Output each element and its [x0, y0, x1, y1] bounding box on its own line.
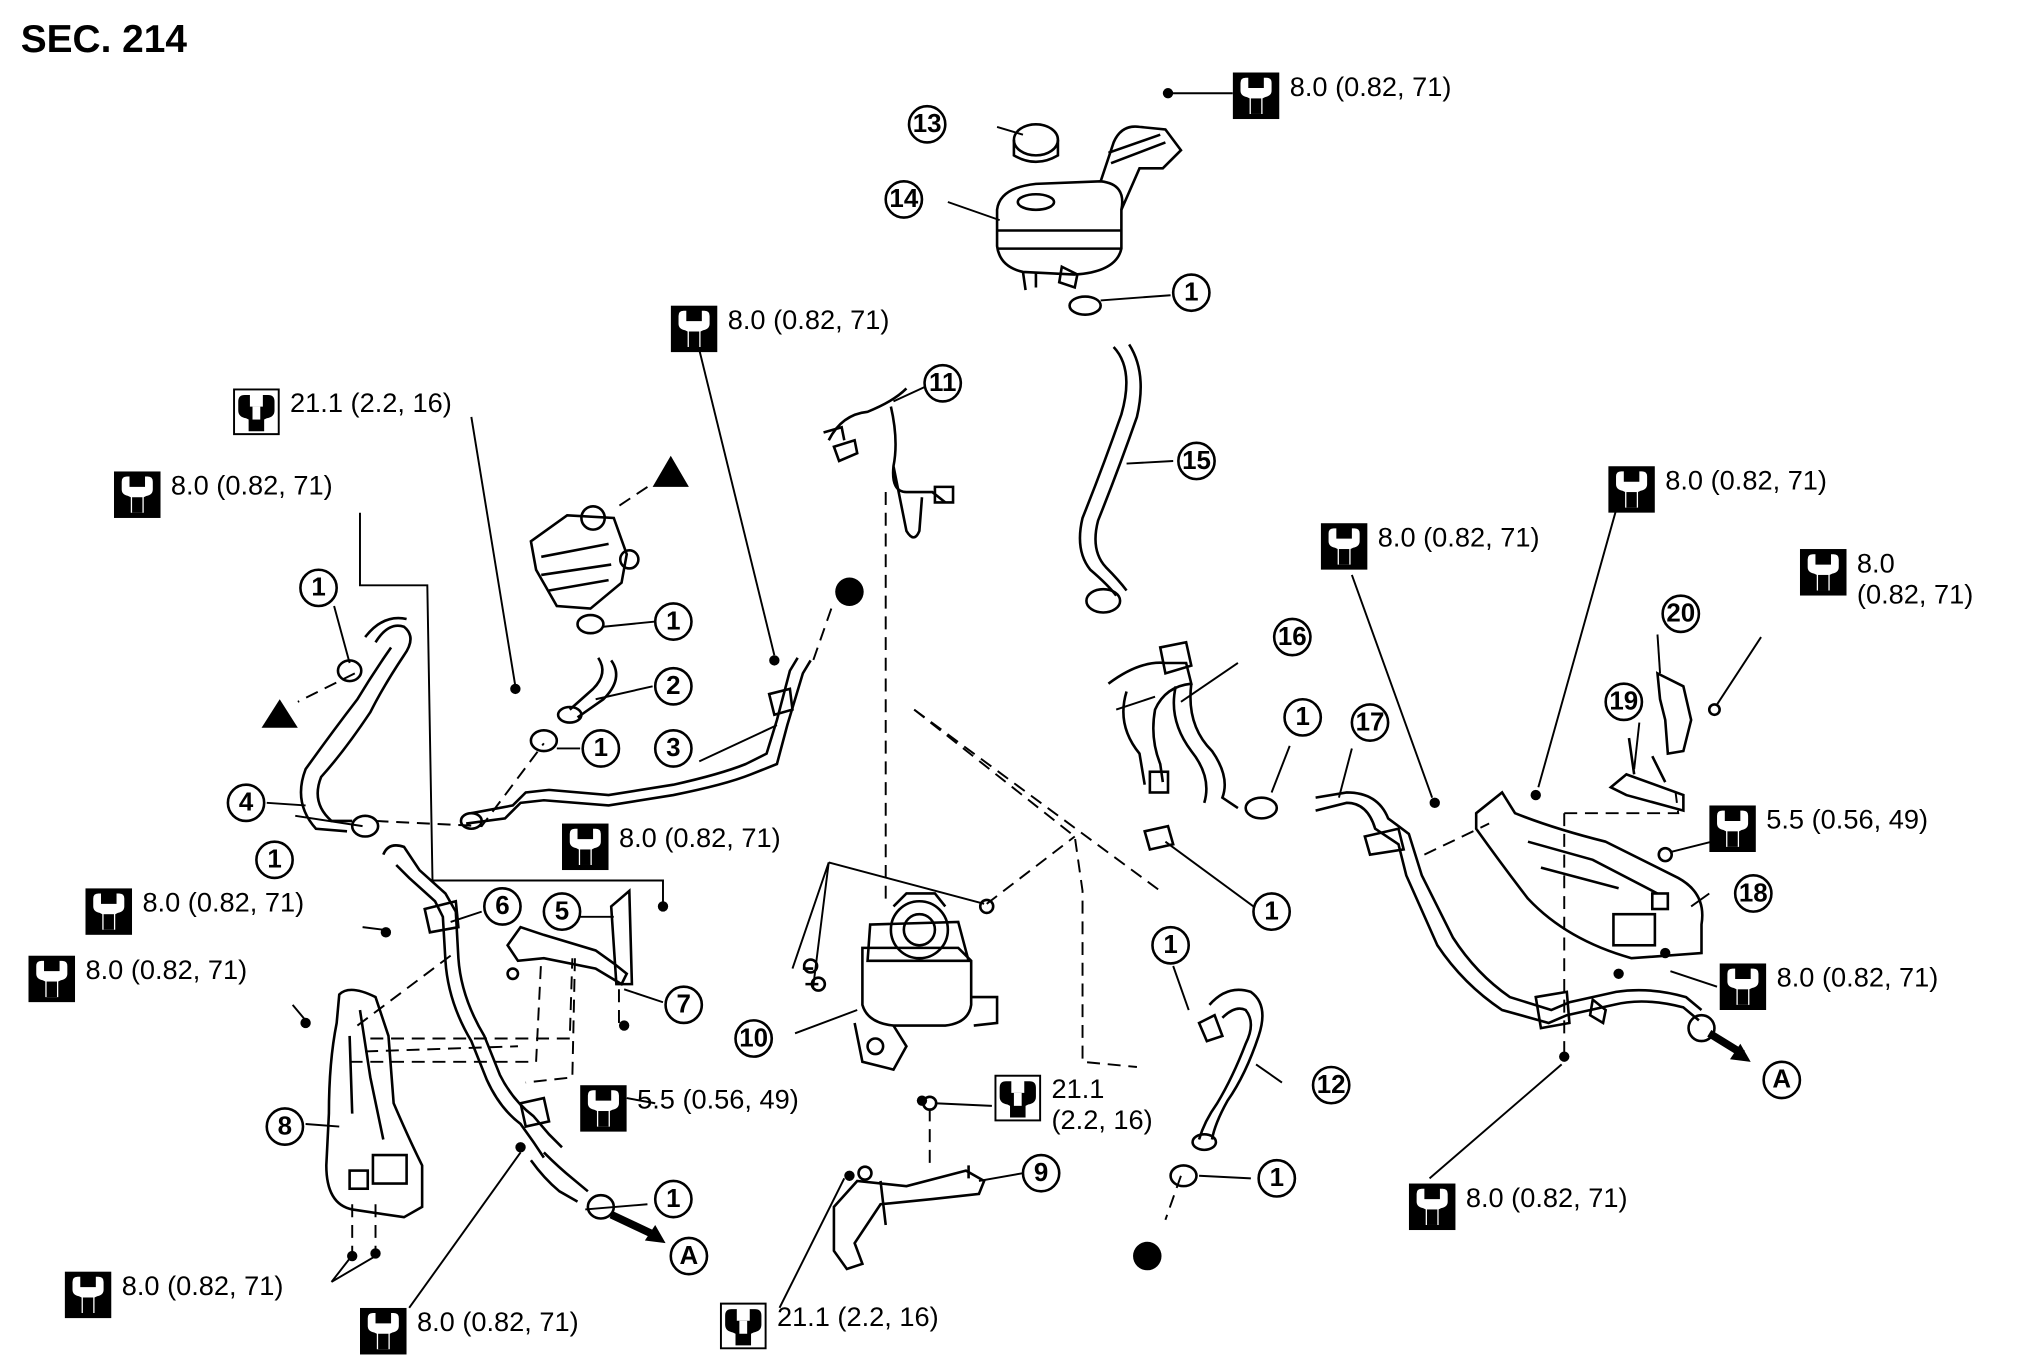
callout-1: 1: [298, 567, 339, 608]
torque-wrench-icon: [1709, 805, 1756, 853]
reservoir-body: [995, 179, 1124, 276]
torque-wrench-icon: [561, 823, 609, 871]
torque-spec: 8.0 (0.82, 71): [561, 823, 781, 871]
callout-17: 17: [1349, 702, 1390, 743]
torque-spec: 8.0 (0.82, 71): [28, 955, 247, 1003]
torque-spec: 8.0 (0.82, 71): [85, 888, 304, 935]
callout-6: 6: [482, 886, 523, 927]
torque-wrench-icon: [64, 1271, 112, 1319]
callout-8: 8: [264, 1106, 305, 1147]
torque-wrench-icon: [113, 471, 161, 518]
triangle-marker: [652, 455, 689, 487]
callout-a: A: [1761, 1059, 1802, 1100]
torque-wrench-icon: [1799, 549, 1847, 596]
callout-16: 16: [1272, 616, 1313, 657]
callout-1: 1: [1251, 891, 1292, 932]
callout-4: 4: [225, 782, 266, 823]
torque-spec: 21.1 (2.2, 16): [233, 388, 452, 436]
callout-9: 9: [1020, 1152, 1061, 1193]
torque-spec: 21.1 (2.2, 16): [994, 1074, 1153, 1137]
torque-spec: 8.0 (0.82, 71): [359, 1307, 579, 1355]
callout-a: A: [668, 1235, 709, 1276]
torque-wrench-icon: [580, 1085, 627, 1132]
torque-spec: 8.0 (0.82, 71): [1608, 466, 1827, 513]
pump-body: [861, 946, 973, 1027]
torque-spec: 8.0 (0.82, 71): [1719, 963, 1938, 1011]
callout-1: 1: [653, 601, 694, 642]
torque-spec: 8.0 (0.82, 71): [1799, 549, 1973, 611]
torque-spec: 8.0 (0.82, 71): [1408, 1183, 1628, 1231]
torque-spec: 21.1 (2.2, 16): [719, 1302, 939, 1350]
torque-wrench-icon: [85, 888, 133, 935]
torque-wrench-icon: [1408, 1183, 1456, 1231]
section-label: SEC. 214: [20, 18, 188, 61]
callout-11: 11: [922, 363, 963, 404]
callout-15: 15: [1176, 440, 1217, 481]
callout-18: 18: [1733, 873, 1774, 914]
callout-1: 1: [1256, 1158, 1297, 1199]
callout-3: 3: [653, 728, 694, 769]
callout-13: 13: [906, 104, 947, 145]
torque-wrench-icon: [359, 1307, 407, 1355]
torque-wrench-icon: [28, 955, 76, 1003]
torque-wrench-icon: [1320, 523, 1368, 570]
torque-wrench-icon: [1608, 466, 1655, 513]
torque-spec: 8.0 (0.82, 71): [113, 471, 333, 518]
reservoir-cap: [1012, 123, 1060, 157]
callout-1: 1: [653, 1178, 694, 1219]
callout-1: 1: [254, 839, 295, 880]
torque-spec: 8.0 (0.82, 71): [670, 305, 889, 353]
torque-wrench-icon: [1232, 72, 1280, 120]
callout-19: 19: [1603, 681, 1644, 722]
torque-wrench-icon: [1719, 963, 1767, 1011]
callout-1: 1: [1171, 272, 1212, 313]
torque-spec: 8.0 (0.82, 71): [64, 1271, 283, 1319]
callout-20: 20: [1660, 593, 1701, 634]
torque-spec: 5.5 (0.56, 49): [580, 1085, 799, 1132]
callout-10: 10: [733, 1018, 774, 1059]
open-end-wrench-icon: [994, 1074, 1042, 1122]
callout-1: 1: [580, 728, 621, 769]
callout-2: 2: [653, 666, 694, 707]
dot-marker: [1133, 1241, 1162, 1271]
callout-12: 12: [1310, 1064, 1351, 1105]
callout-7: 7: [663, 984, 704, 1025]
torque-wrench-icon: [670, 305, 718, 353]
callout-1: 1: [1150, 925, 1191, 966]
open-end-wrench-icon: [233, 388, 280, 436]
torque-spec: 8.0 (0.82, 71): [1232, 72, 1451, 120]
torque-spec: 8.0 (0.82, 71): [1320, 523, 1540, 570]
callout-14: 14: [883, 179, 924, 220]
triangle-marker: [261, 699, 298, 728]
callout-1: 1: [1282, 697, 1323, 738]
open-end-wrench-icon: [719, 1302, 767, 1350]
callout-5: 5: [541, 891, 582, 932]
torque-spec: 5.5 (0.56, 49): [1709, 805, 1928, 853]
dot-marker: [835, 577, 864, 607]
